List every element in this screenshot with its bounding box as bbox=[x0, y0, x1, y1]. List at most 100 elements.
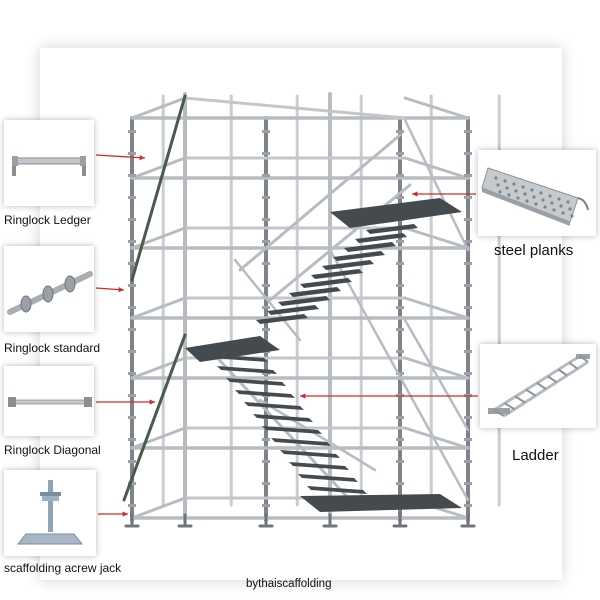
rosette bbox=[464, 284, 472, 287]
rosette bbox=[396, 196, 404, 199]
jack-label: scaffolding acrew jack bbox=[4, 561, 122, 575]
stair-tread bbox=[366, 224, 418, 234]
rosette bbox=[396, 174, 404, 177]
perforation bbox=[543, 205, 547, 209]
perforation bbox=[494, 176, 498, 180]
perforation bbox=[523, 192, 527, 196]
perforation bbox=[557, 197, 561, 201]
ladder-rung bbox=[493, 409, 505, 417]
rosette bbox=[262, 460, 270, 463]
rosette bbox=[128, 372, 136, 375]
stair-tread bbox=[271, 438, 331, 446]
stair-tread bbox=[278, 296, 330, 306]
rosette bbox=[396, 460, 404, 463]
stair-tread bbox=[217, 366, 277, 374]
rosette bbox=[128, 460, 136, 463]
stair-handrail bbox=[233, 258, 302, 342]
rosette bbox=[464, 218, 472, 221]
rosette bbox=[128, 416, 136, 419]
side-ledger bbox=[403, 356, 470, 380]
rosette bbox=[464, 262, 472, 265]
rosette bbox=[262, 174, 270, 177]
mid-deck bbox=[185, 336, 280, 362]
rosette bbox=[464, 152, 472, 155]
ladder-rung bbox=[557, 368, 568, 377]
rosette bbox=[396, 152, 404, 155]
rosette bbox=[128, 262, 136, 265]
perforation bbox=[550, 201, 554, 205]
rosette bbox=[464, 328, 472, 331]
rosette bbox=[464, 306, 472, 309]
rosette bbox=[464, 350, 472, 353]
perforation bbox=[521, 185, 525, 189]
rosette bbox=[396, 240, 404, 243]
rosette bbox=[396, 482, 404, 485]
rosette bbox=[464, 240, 472, 243]
perforation bbox=[512, 182, 516, 186]
standard-icon bbox=[7, 271, 93, 315]
perforation bbox=[525, 199, 529, 203]
rosette bbox=[128, 482, 136, 485]
rosette bbox=[262, 372, 270, 375]
rosette bbox=[464, 372, 472, 375]
rosette bbox=[396, 306, 404, 309]
rosette bbox=[396, 372, 404, 375]
rosette bbox=[128, 196, 136, 199]
ladder-rung bbox=[568, 361, 579, 370]
credit-caption: bythaiscaffolding bbox=[246, 578, 332, 590]
rosette bbox=[396, 438, 404, 441]
ledger-arrow bbox=[95, 154, 146, 159]
ladder-icon bbox=[488, 354, 590, 418]
rosette bbox=[396, 350, 404, 353]
stair-handrail bbox=[258, 398, 377, 472]
rosette bbox=[396, 328, 404, 331]
ladder-arrow-head bbox=[300, 393, 306, 399]
back-ledger bbox=[183, 96, 407, 120]
perforation bbox=[570, 214, 574, 218]
side-ledger bbox=[130, 296, 187, 320]
bottom-deck bbox=[300, 494, 462, 512]
stair-tread bbox=[322, 260, 374, 270]
rosette bbox=[262, 504, 270, 507]
stair-handrail bbox=[208, 348, 352, 502]
ladder-rung bbox=[579, 355, 589, 363]
stair-tread bbox=[262, 426, 322, 434]
stair-tread bbox=[289, 287, 341, 297]
top-deck bbox=[330, 198, 462, 228]
side-ledger bbox=[130, 226, 187, 250]
perforation bbox=[561, 211, 565, 215]
rosette bbox=[128, 438, 136, 441]
side-ledger bbox=[403, 96, 470, 120]
perforation bbox=[532, 195, 536, 199]
stair-tread bbox=[253, 414, 313, 422]
scaffold-tower bbox=[122, 92, 501, 528]
rosette bbox=[262, 240, 270, 243]
rosette bbox=[262, 438, 270, 441]
side-ledger bbox=[130, 356, 187, 380]
rosette bbox=[128, 350, 136, 353]
diagonal-arrow-head bbox=[149, 399, 155, 405]
rosette bbox=[464, 460, 472, 463]
perforation bbox=[496, 183, 500, 187]
diagonal-brace bbox=[122, 333, 187, 502]
perforation bbox=[507, 193, 511, 197]
perforation bbox=[514, 189, 518, 193]
ladder-rung bbox=[504, 402, 516, 411]
screw-jack-icon bbox=[16, 480, 84, 545]
rosette bbox=[262, 218, 270, 221]
stair-tread bbox=[298, 474, 358, 482]
ladder-rungs bbox=[493, 355, 589, 417]
perforation bbox=[498, 190, 502, 194]
side-ledger bbox=[130, 426, 187, 450]
steel-plank-icon bbox=[481, 167, 589, 226]
ladder-label: Ladder bbox=[512, 447, 559, 464]
stair-tread bbox=[300, 278, 352, 288]
stair-tread bbox=[280, 450, 340, 458]
callout-arrows bbox=[95, 154, 478, 517]
stair-tread bbox=[226, 378, 286, 386]
stair-handrail bbox=[268, 183, 412, 302]
stair-tread bbox=[289, 462, 349, 470]
side-ledger bbox=[403, 426, 470, 450]
ledger-arrow-head bbox=[139, 155, 145, 161]
